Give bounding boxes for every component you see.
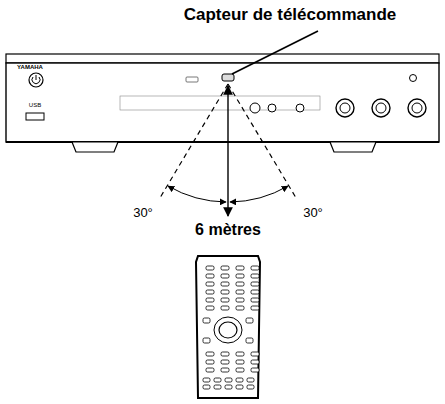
angle-boundary [228, 84, 296, 197]
button [376, 103, 386, 113]
remote-button [221, 266, 229, 270]
usb-port [26, 113, 44, 120]
angle-boundary [161, 84, 229, 197]
remote-button [225, 385, 232, 389]
remote-button [221, 282, 229, 286]
button [296, 104, 304, 112]
remote-button [251, 282, 259, 286]
remote-dpad [214, 317, 242, 343]
remote-button [236, 378, 243, 382]
remote-button [221, 306, 229, 310]
remote-button [247, 378, 254, 382]
button [250, 103, 260, 113]
remote-button [206, 266, 214, 270]
player-top [6, 54, 439, 63]
remote-button [246, 318, 253, 323]
button [268, 104, 276, 112]
remote-button [221, 274, 229, 278]
disc-tray [120, 96, 320, 110]
remote-button [206, 282, 214, 286]
button [336, 99, 354, 117]
remote-button [221, 298, 229, 302]
remote-dpad [219, 322, 237, 338]
remote-button [251, 306, 259, 310]
remote-button [251, 352, 259, 356]
remote-button [203, 338, 210, 343]
remote-button [236, 360, 244, 364]
distance-arrow [227, 86, 228, 216]
remote-button [206, 274, 214, 278]
remote-body [196, 256, 260, 398]
remote-button [221, 352, 229, 356]
distance-label: 6 mètres [195, 221, 261, 239]
angle-arc [168, 186, 226, 202]
angle-label: 30° [303, 206, 323, 220]
remote-button [225, 378, 232, 382]
remote-button [236, 368, 244, 372]
remote-button [221, 290, 229, 294]
player-foot [72, 142, 118, 152]
player [6, 54, 439, 152]
remote-button [246, 338, 253, 343]
remote-button [203, 318, 210, 323]
button [340, 103, 350, 113]
remote-button [206, 368, 214, 372]
remote-button [251, 266, 259, 270]
remote-button [251, 274, 259, 278]
disc-indicator [186, 77, 198, 82]
button [412, 103, 422, 113]
remote-sensor [222, 74, 234, 81]
remote-button [214, 378, 221, 382]
remote-button [236, 290, 244, 294]
remote-button [251, 360, 259, 364]
player-front [6, 63, 439, 142]
angle-arc [230, 186, 288, 202]
power-symbol [36, 75, 37, 80]
remote-button [206, 360, 214, 364]
remote-button [236, 274, 244, 278]
remote-button [236, 352, 244, 356]
remote-button [236, 298, 244, 302]
port-label: USB [29, 102, 41, 109]
remote-button [221, 360, 229, 364]
button [410, 75, 417, 82]
remote-control [196, 256, 260, 398]
remote-button [251, 368, 259, 372]
leader-line [232, 31, 318, 74]
remote-button [206, 298, 214, 302]
remote-button [236, 385, 243, 389]
brand-logo: YAMAHA [17, 64, 43, 71]
remote-button [236, 282, 244, 286]
power-button [29, 73, 43, 87]
remote-button [236, 266, 244, 270]
button [408, 99, 426, 117]
remote-button [221, 368, 229, 372]
angle-label: 30° [133, 206, 153, 220]
remote-button [251, 290, 259, 294]
remote-button [214, 385, 221, 389]
player-foot [330, 142, 376, 152]
remote-button [203, 378, 210, 382]
remote-button [203, 385, 210, 389]
remote-button [247, 385, 254, 389]
remote-button [206, 352, 214, 356]
callout-label: Capteur de télécommande [184, 6, 397, 25]
button [372, 99, 390, 117]
remote-button [206, 290, 214, 294]
remote-button [251, 298, 259, 302]
remote-button [236, 306, 244, 310]
remote-button [206, 306, 214, 310]
